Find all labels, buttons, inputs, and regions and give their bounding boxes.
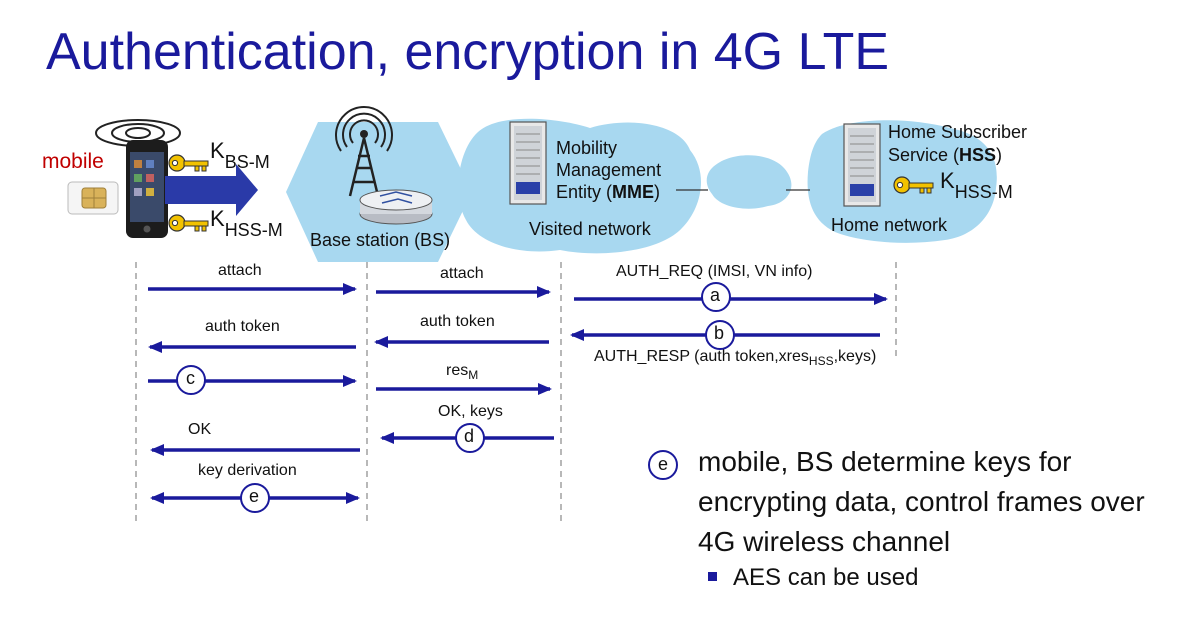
- res-label: resM: [446, 362, 479, 382]
- key-bs-m-icon: [168, 154, 209, 172]
- slide-title: Authentication, encryption in 4G LTE: [46, 23, 890, 81]
- key-hss-m-icon: [168, 214, 209, 232]
- step-c-marker: [176, 365, 206, 395]
- base-station-tower-icon: [335, 106, 433, 225]
- home-network-label: Home network: [831, 215, 948, 235]
- ok-keys-label: OK, keys: [438, 403, 503, 420]
- mme-server-icon: [509, 121, 547, 205]
- step-d-label: d: [464, 426, 475, 446]
- key-transfer-arrow: [165, 164, 258, 216]
- step-e-label: e: [249, 486, 260, 506]
- note-step-e-marker: e: [648, 450, 678, 480]
- attach-label-2: attach: [440, 265, 484, 282]
- step-a-marker: [701, 282, 731, 312]
- connector-cloud: [706, 155, 792, 209]
- step-a-label: a: [710, 285, 721, 305]
- note-bullet-text: AES can be used: [733, 564, 919, 591]
- key-bs-m-label: KBS-M: [210, 138, 270, 172]
- base-station-label: Base station (BS): [310, 230, 451, 250]
- auth-token-label-1: auth token: [205, 318, 280, 335]
- mobile-label: mobile: [42, 150, 104, 173]
- attach-label-1: attach: [218, 262, 262, 279]
- step-e-marker: [240, 483, 270, 513]
- note-bullet: AES can be used: [708, 564, 918, 592]
- key-hss-m-label: KHSS-M: [210, 206, 283, 240]
- step-b-marker: [705, 320, 735, 350]
- step-b-label: b: [714, 323, 725, 343]
- note-text: mobile, BS determine keys for encrypting…: [698, 446, 1145, 557]
- step-d-marker: [455, 423, 485, 453]
- auth-req-label: AUTH_REQ (IMSI, VN info): [616, 263, 813, 280]
- auth-resp-label: AUTH_RESP (auth token,xresHSS,keys): [594, 348, 877, 368]
- bullet-square-icon: [708, 572, 717, 581]
- smartphone-icon: [126, 140, 168, 238]
- sim-card-icon: [67, 181, 119, 215]
- key-derivation-label: key derivation: [198, 462, 297, 479]
- mme-label: Mobility Management Entity (MME): [556, 138, 662, 202]
- hss-server-icon: [843, 123, 881, 207]
- ok-label: OK: [188, 421, 212, 438]
- hss-label: Home Subscriber Service (HSS): [888, 122, 1028, 165]
- visited-network-label: Visited network: [529, 219, 651, 239]
- step-c-label: c: [186, 368, 195, 388]
- key-hss-m-home-label: KHSS-M: [940, 168, 1013, 202]
- auth-token-label-2: auth token: [420, 313, 495, 330]
